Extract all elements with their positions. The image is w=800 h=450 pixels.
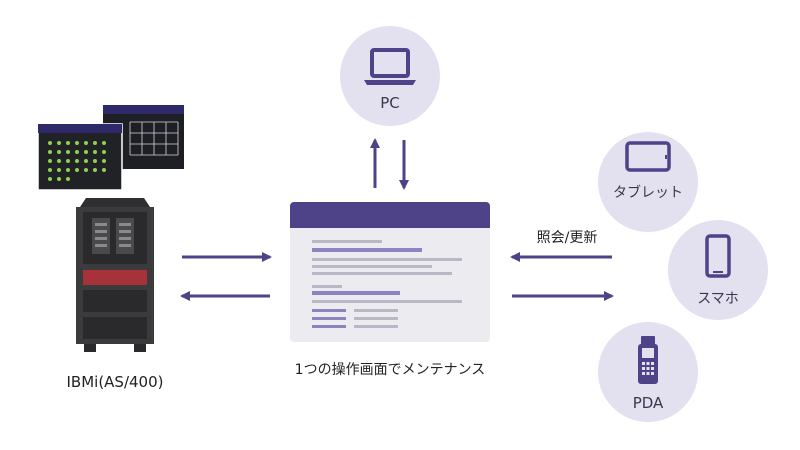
device-pc [340, 26, 440, 126]
terminal-dot [75, 168, 79, 172]
terminal-dots [48, 141, 106, 181]
terminal-dot [57, 177, 61, 181]
device-tablet [598, 132, 698, 232]
terminal-dot [93, 168, 97, 172]
terminal-window-front [37, 123, 123, 191]
device-label-tablet: タブレット [613, 185, 683, 201]
ibmi-server-icon [76, 198, 154, 352]
center-caption: 1つの操作画面でメンテナンス [294, 362, 486, 378]
terminal-dot [102, 159, 106, 163]
terminal-dot [102, 150, 106, 154]
device-label-pda: PDA [632, 394, 664, 412]
maintenance-screen [290, 202, 490, 342]
terminal-dot [93, 141, 97, 145]
terminal-dot [75, 159, 79, 163]
terminal-dot [66, 150, 70, 154]
terminal-dot [102, 168, 106, 172]
terminal-dot [48, 150, 52, 154]
terminal-dot [57, 168, 61, 172]
terminal-dot [84, 168, 88, 172]
server-label: IBMi(AS/400) [66, 373, 164, 391]
terminal-dot [93, 159, 97, 163]
terminal-dot [75, 150, 79, 154]
terminal-dot [57, 150, 61, 154]
terminal-dot [48, 141, 52, 145]
terminal-dot [84, 159, 88, 163]
sync-label: 照会/更新 [536, 230, 598, 246]
terminal-dot [84, 150, 88, 154]
smartphone-icon [705, 234, 731, 278]
terminal-dot [48, 168, 52, 172]
terminal-dot [93, 150, 97, 154]
terminal-dot [66, 168, 70, 172]
terminal-dot [75, 141, 79, 145]
terminal-dot [57, 159, 61, 163]
device-label-smartphone: スマホ [697, 291, 739, 307]
terminal-dot [84, 141, 88, 145]
handheld-scanner-icon [638, 336, 658, 384]
device-pda [598, 322, 698, 422]
terminal-dot [66, 177, 70, 181]
tablet-icon [625, 141, 671, 172]
terminal-dot [66, 141, 70, 145]
laptop-icon [364, 48, 416, 85]
terminal-dot [66, 159, 70, 163]
terminal-dot [102, 141, 106, 145]
device-label-pc: PC [380, 94, 400, 112]
device-smartphone [668, 220, 768, 320]
terminal-dot [48, 159, 52, 163]
terminal-dot [57, 141, 61, 145]
terminal-dot [48, 177, 52, 181]
